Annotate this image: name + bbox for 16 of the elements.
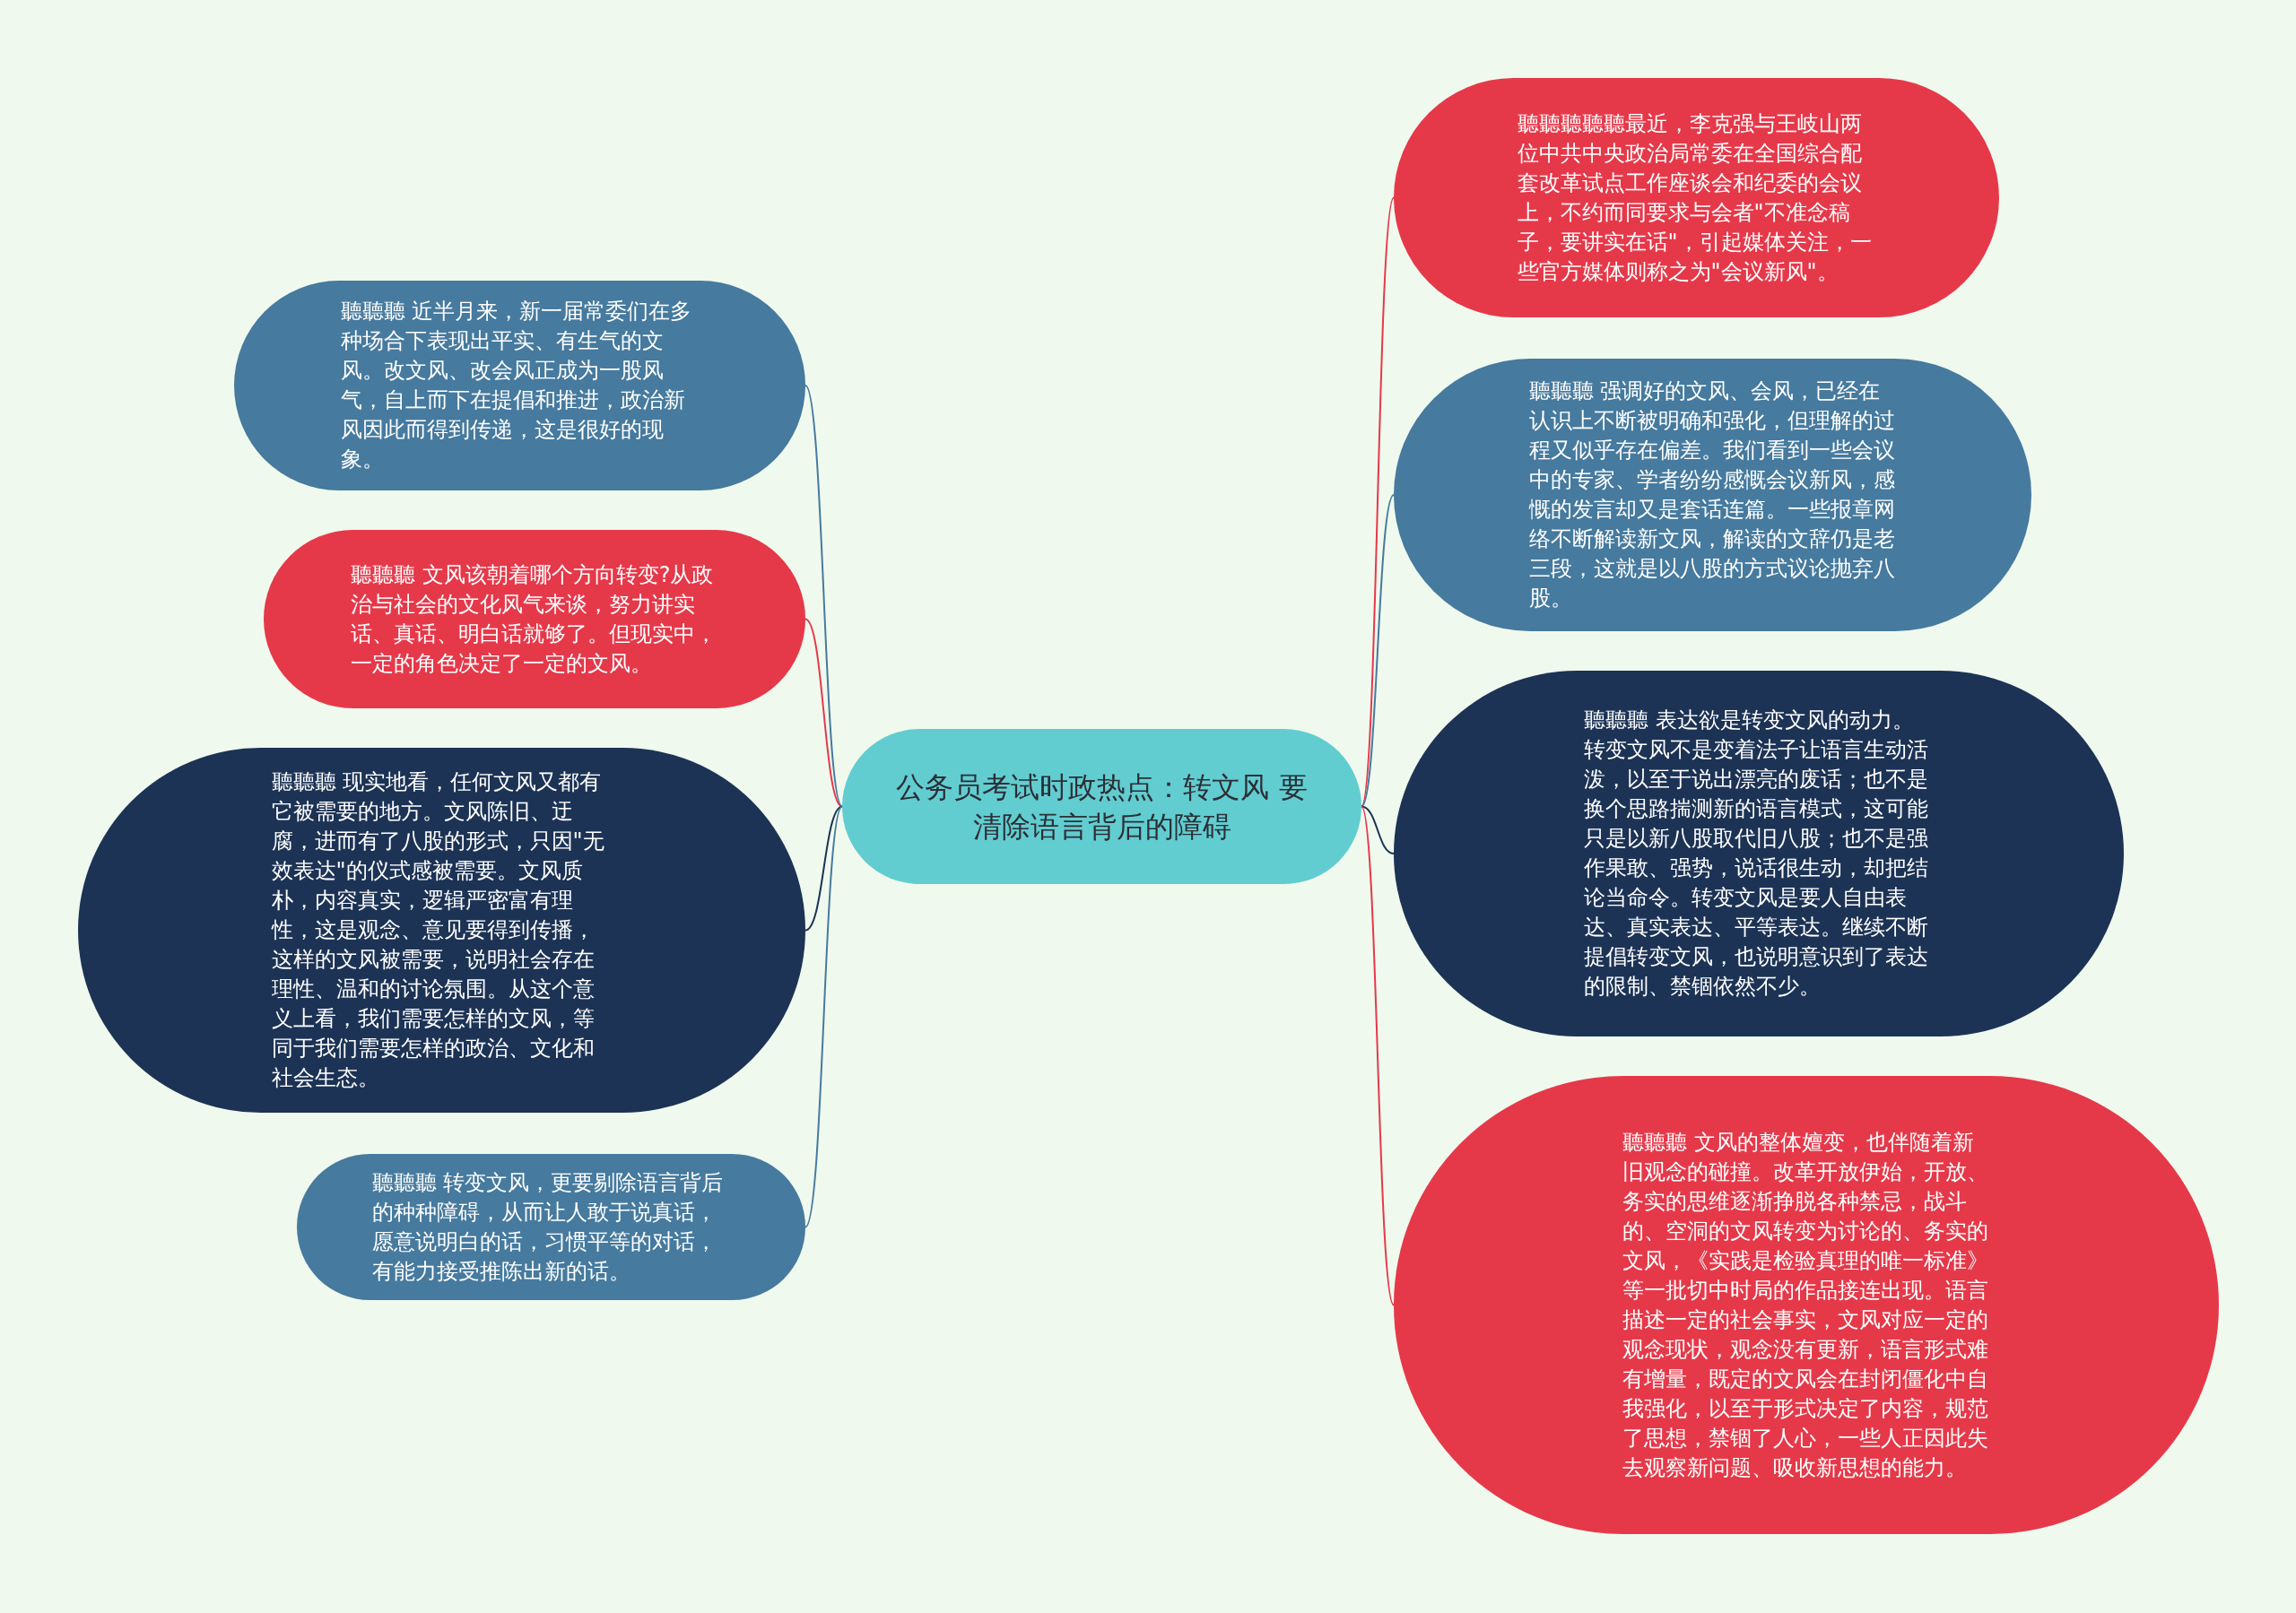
connector-curve (804, 618, 843, 808)
connector-curve (1361, 805, 1395, 854)
connector-curve (1361, 494, 1395, 808)
bubble-text: 聽聽聽 近半月来，新一届常委们在多种场合下表现出平实、有生气的文风。改文风、改会风正成为一股风气，自上而下在提倡和推进，政治新风因此而得到传递，这是很好的现象。 (340, 298, 693, 473)
bubble-text: 聽聽聽 文风的整体嬗变，也伴随着新旧观念的碰撞。改革开放伊始，开放、务实的思维逐渐挣脱各种禁忌，战斗的、空洞的文风转变为讨论的、务实的文风，《实践是检验真理的唯一标准》等一批切中时局的作品接连出现。语言描述一定的社会事实，文风对应一定的观念现状，观念没有更新，语言形式难有增量，既定的文风会在封闭僵化中自我强化，以至于形式决定了内容，规范了思想，禁锢了人心，一些人正因此失去观察新问题、吸收新思想的能力。 (1622, 1128, 1989, 1482)
bubble-text: 聽聽聽 表达欲是转变文风的动力。转变文风不是变着法子让语言生动活泼，以至于说出漂亮的废话；也不是换个思路揣测新的语言模式，这可能只是以新八股取代旧八股；也不是强作果敢、强势，说话很生动，却把结论当命令。转变文风是要人自由表达、真实表达、平等表达。继续不断提倡转变文风，也说明意识到了表达的限制、禁锢依然不少。 (1584, 707, 1929, 1001)
connector-curve (1361, 805, 1395, 1306)
bubble-text: 聽聽聽 文风该朝着哪个方向转变?从政治与社会的文化风气来谈，努力讲实话、真话、明白话就够了。但现实中，一定的角色决定了一定的文风。 (351, 560, 718, 678)
bubble-text: 聽聽聽 转变文风，更要剔除语言背后的种种障碍，从而让人敢于说真话，愿意说明白的话，习惯平等的对话，有能力接受推陈出新的话。 (371, 1168, 725, 1286)
bubble-text: 聽聽聽 强调好的文风、会风，已经在认识上不断被明确和强化，但理解的过程又似乎存在偏差。我们看到一些会议中的专家、学者纷纷感慨会议新风，感慨的发言却又是套话连篇。一些报章网络不断解读新文风，解读的文辞仍是老三段，这就是以八股的方式议论抛弃八股。 (1528, 377, 1896, 612)
bubble-text: 聽聽聽 现实地看，任何文风又都有它被需要的地方。文风陈旧、迂腐，进而有了八股的形式，只因"无效表达"的仪式感被需要。文风质朴，内容真实，逻辑严密富有理性，这是观念、意见要得到传播，这样的文风被需要，说明社会存在理性、温和的讨论氛围。从这个意义上看，我们需要怎样的文风，等同于我们需要怎样的政治、文化和社会生态。 (271, 768, 605, 1092)
connector-curve (804, 385, 843, 808)
central-topic-text: 公务员考试时政热点：转文风 要清除语言背后的障碍 (895, 768, 1309, 846)
bubble-text: 聽聽聽聽聽最近，李克强与王岐山两位中共中央政治局常委在全国综合配套改革试点工作座谈会和纪委的会议上，不约而同要求与会者"不准念稿子，要讲实在话"，引起媒体关注，一些官方媒体则称之为"会议新风"。 (1517, 109, 1873, 286)
connector-curve (804, 805, 843, 1228)
connector-curve (804, 805, 843, 932)
